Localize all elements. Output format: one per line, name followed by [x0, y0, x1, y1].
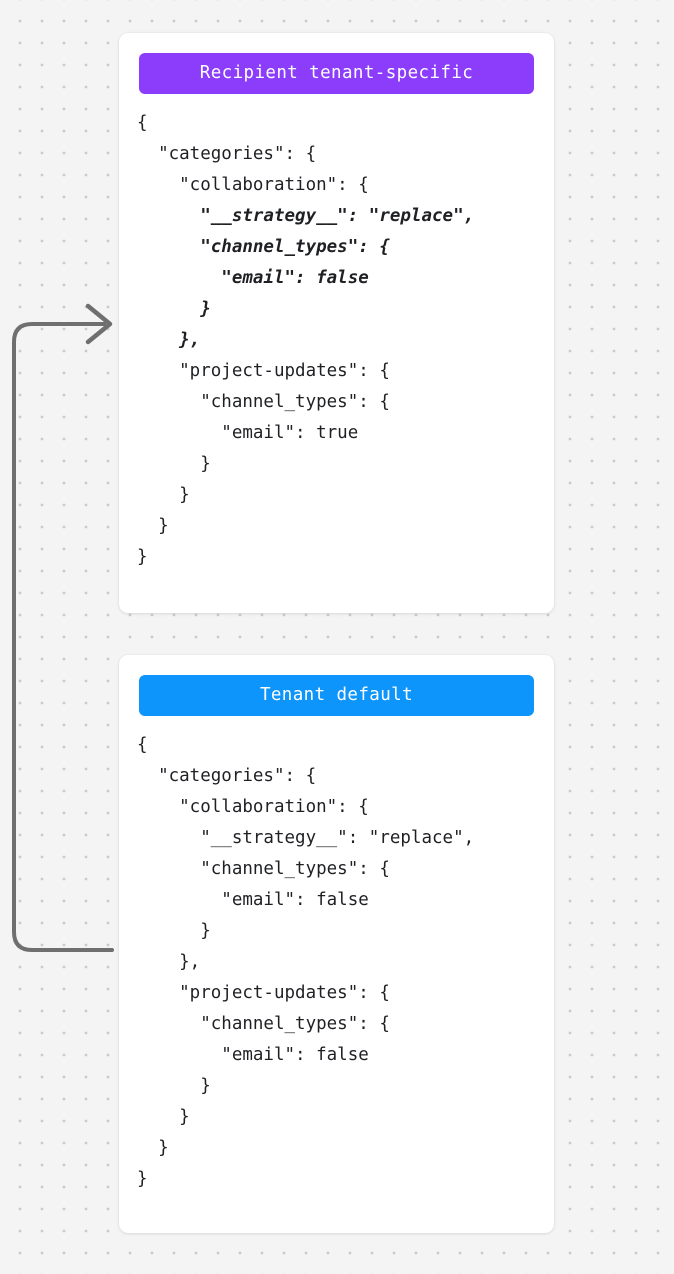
- code-line: "channel_types": {: [137, 392, 390, 412]
- code-line: },: [137, 330, 201, 350]
- code-line: "categories": {: [137, 144, 317, 164]
- code-line: "collaboration": {: [137, 175, 369, 195]
- node-code-block-tenant-default: { "categories": { "collaboration": { "__…: [119, 730, 554, 1195]
- code-line: },: [137, 952, 201, 972]
- code-line: "channel_types": {: [137, 859, 390, 879]
- node-header-tenant-default: Tenant default: [139, 675, 534, 716]
- code-line: "project-updates": {: [137, 361, 390, 381]
- code-line: "project-updates": {: [137, 983, 390, 1003]
- code-line: "categories": {: [137, 766, 317, 786]
- code-line: }: [137, 516, 169, 536]
- code-line: }: [137, 299, 211, 319]
- arrow-head-icon: [85, 303, 113, 345]
- code-line: "email": false: [137, 1045, 369, 1065]
- code-line: "email": false: [137, 890, 369, 910]
- node-code-block-recipient-tenant-specific: { "categories": { "collaboration": { "__…: [119, 108, 554, 573]
- code-line: {: [137, 735, 148, 755]
- arrow-path: [12, 322, 114, 952]
- code-line: }: [137, 547, 148, 567]
- code-line: {: [137, 113, 148, 133]
- node-card-recipient-tenant-specific[interactable]: Recipient tenant-specific { "categories"…: [119, 33, 554, 613]
- code-line: }: [137, 485, 190, 505]
- fallback-arrow-connector: [12, 303, 114, 952]
- code-line: }: [137, 1076, 211, 1096]
- code-line: "__strategy__": "replace",: [137, 206, 475, 226]
- code-line: }: [137, 1138, 169, 1158]
- code-line: }: [137, 921, 211, 941]
- node-header-recipient-tenant-specific: Recipient tenant-specific: [139, 53, 534, 94]
- code-line: "email": true: [137, 423, 359, 443]
- code-line: "channel_types": {: [137, 237, 390, 257]
- code-line: "channel_types": {: [137, 1014, 390, 1034]
- code-line: "email": false: [137, 268, 369, 288]
- code-line: }: [137, 1107, 190, 1127]
- code-line: "collaboration": {: [137, 797, 369, 817]
- code-line: }: [137, 1169, 148, 1189]
- code-line: }: [137, 454, 211, 474]
- node-card-tenant-default[interactable]: Tenant default { "categories": { "collab…: [119, 655, 554, 1233]
- code-line: "__strategy__": "replace",: [137, 828, 475, 848]
